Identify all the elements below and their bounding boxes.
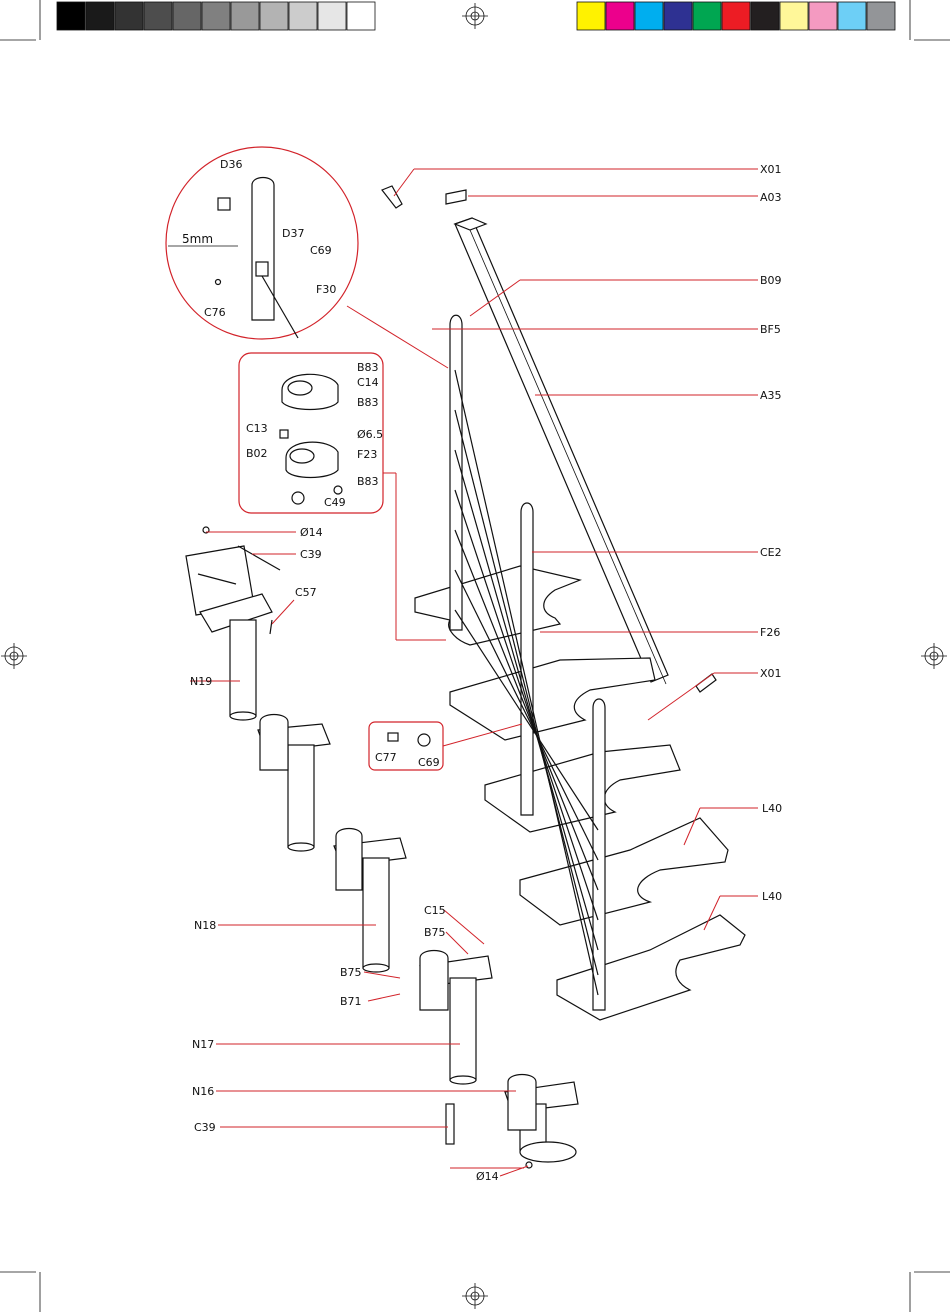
gray-swatch-8 <box>260 2 288 30</box>
label-n18: N18 <box>194 919 216 932</box>
color-swatch-3 <box>635 2 663 30</box>
label-x01-mid: X01 <box>760 667 782 680</box>
color-calibration-bar <box>577 2 895 30</box>
label-c13: C13 <box>246 422 268 435</box>
gray-swatch-6 <box>202 2 230 30</box>
label-c39-top: C39 <box>300 548 322 561</box>
label-dim-5mm: 5mm <box>182 232 213 246</box>
color-swatch-11 <box>867 2 895 30</box>
tread-5 <box>557 915 745 1020</box>
gray-swatch-11 <box>347 2 375 30</box>
label-l40-b: L40 <box>762 890 782 903</box>
gray-swatch-7 <box>231 2 259 30</box>
label-ce2: CE2 <box>760 546 782 559</box>
support-column-n18 <box>334 829 406 973</box>
label-b75-b: B75 <box>340 966 362 979</box>
tread-2 <box>450 658 655 740</box>
label-n16: N16 <box>192 1085 214 1098</box>
gray-swatch-10 <box>318 2 346 30</box>
label-x01-top: X01 <box>760 163 782 176</box>
label-c69-detail: C69 <box>310 244 332 257</box>
label-c76: C76 <box>204 306 226 319</box>
support-column-2 <box>258 715 330 852</box>
support-column-n17 <box>420 951 492 1085</box>
label-a03: A03 <box>760 191 782 204</box>
gray-swatch-3 <box>115 2 143 30</box>
label-c49: C49 <box>324 496 346 509</box>
label-b75-a: B75 <box>424 926 446 939</box>
color-swatch-8 <box>780 2 808 30</box>
color-swatch-5 <box>693 2 721 30</box>
label-f26: F26 <box>760 626 780 639</box>
registration-target-right <box>921 643 947 669</box>
label-f30: F30 <box>316 283 336 296</box>
label-c15: C15 <box>424 904 446 917</box>
tread-3 <box>485 745 680 832</box>
label-a35: A35 <box>760 389 782 402</box>
color-swatch-7 <box>751 2 779 30</box>
label-dia-14-top: Ø14 <box>300 526 323 539</box>
label-c77: C77 <box>375 751 397 764</box>
color-swatch-9 <box>809 2 837 30</box>
label-l40-a: L40 <box>762 802 782 815</box>
gray-swatch-2 <box>86 2 114 30</box>
label-b02: B02 <box>246 447 268 460</box>
end-cap-x01-mid <box>696 674 716 692</box>
label-f23: F23 <box>357 448 377 461</box>
end-cap-a03 <box>446 190 466 204</box>
gray-swatch-9 <box>289 2 317 30</box>
gray-swatch-1 <box>57 2 85 30</box>
label-c14: C14 <box>357 376 379 389</box>
registration-target-top <box>462 3 488 29</box>
color-swatch-1 <box>577 2 605 30</box>
registration-target-left <box>1 643 27 669</box>
tread-4 <box>520 818 728 925</box>
label-n17: N17 <box>192 1038 214 1051</box>
label-b09: B09 <box>760 274 782 287</box>
label-c57: C57 <box>295 586 317 599</box>
label-n19: N19 <box>190 675 212 688</box>
registration-target-bottom <box>462 1283 488 1309</box>
label-c69-inset: C69 <box>418 756 440 769</box>
color-swatch-10 <box>838 2 866 30</box>
gray-swatch-5 <box>173 2 201 30</box>
treads <box>415 566 745 1020</box>
label-b71: B71 <box>340 995 362 1008</box>
wall-bracket-n19 <box>186 527 280 720</box>
label-b83-c: B83 <box>357 475 379 488</box>
label-d36: D36 <box>220 158 242 171</box>
color-swatch-2 <box>606 2 634 30</box>
label-c39-bottom: C39 <box>194 1121 216 1134</box>
label-bf5: BF5 <box>760 323 781 336</box>
support-column-n16 <box>446 1075 578 1169</box>
label-b83-b: B83 <box>357 396 379 409</box>
label-dia-6-5: Ø6.5 <box>357 428 383 441</box>
color-swatch-6 <box>722 2 750 30</box>
label-dia-14-bottom: Ø14 <box>476 1170 499 1183</box>
color-swatch-4 <box>664 2 692 30</box>
grayscale-calibration-bar <box>57 2 375 30</box>
label-d37: D37 <box>282 227 304 240</box>
gray-swatch-4 <box>144 2 172 30</box>
label-b83-a: B83 <box>357 361 379 374</box>
